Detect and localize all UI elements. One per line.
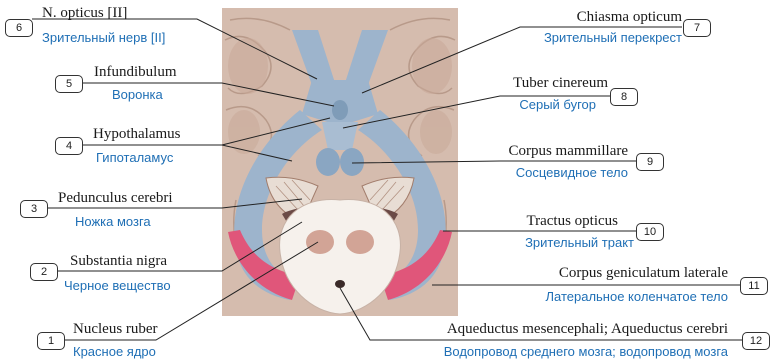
mammillary-right (340, 148, 364, 176)
red-nucleus-right (346, 230, 374, 254)
label-badge-8: 8 (610, 88, 638, 106)
label-badge-9: 9 (636, 153, 664, 171)
label-russian-8: Серый бугор (519, 97, 596, 113)
label-badge-11: 11 (740, 277, 768, 295)
label-badge-5: 5 (55, 75, 83, 93)
label-russian-10: Зрительный тракт (525, 235, 634, 251)
label-badge-6: 6 (5, 19, 33, 37)
label-russian-1: Красное ядро (73, 344, 156, 360)
label-latin-11: Corpus geniculatum laterale (559, 264, 728, 282)
label-russian-3: Ножка мозга (75, 214, 151, 230)
label-badge-10: 10 (636, 223, 664, 241)
label-badge-4: 4 (55, 137, 83, 155)
label-russian-2: Черное вещество (64, 278, 171, 294)
label-latin-7: Chiasma opticum (577, 8, 682, 26)
mammillary-left (316, 148, 340, 176)
label-russian-9: Сосцевидное тело (516, 165, 628, 181)
label-latin-3: Pedunculus cerebri (58, 189, 173, 207)
label-latin-4: Hypothalamus (93, 125, 181, 143)
label-badge-3: 3 (20, 200, 48, 218)
label-russian-6: Зрительный нерв [II] (42, 30, 165, 46)
red-nucleus-left (306, 230, 334, 254)
label-latin-2: Substantia nigra (70, 252, 167, 270)
label-badge-2: 2 (30, 263, 58, 281)
label-russian-11: Латеральное коленчатое тело (545, 289, 728, 305)
label-latin-5: Infundibulum (94, 63, 177, 81)
label-badge-7: 7 (683, 19, 711, 37)
label-badge-1: 1 (37, 332, 65, 350)
label-latin-12: Aqueductus mesencephali; Aqueductus cere… (447, 320, 728, 338)
aqueduct-shape (335, 280, 345, 288)
label-russian-7: Зрительный перекрест (544, 30, 682, 46)
infundibulum-shape (332, 100, 348, 120)
label-russian-4: Гипоталамус (96, 150, 173, 166)
label-russian-5: Воронка (112, 87, 163, 103)
label-badge-12: 12 (742, 332, 770, 350)
label-russian-12: Водопровод среднего мозга; водопровод мо… (444, 344, 728, 360)
label-latin-8: Tuber cinereum (513, 74, 608, 92)
label-latin-9: Corpus mammillare (508, 142, 628, 160)
label-latin-10: Tractus opticus (526, 212, 618, 230)
label-latin-6: N. opticus [II] (42, 4, 127, 22)
label-latin-1: Nucleus ruber (73, 320, 158, 338)
